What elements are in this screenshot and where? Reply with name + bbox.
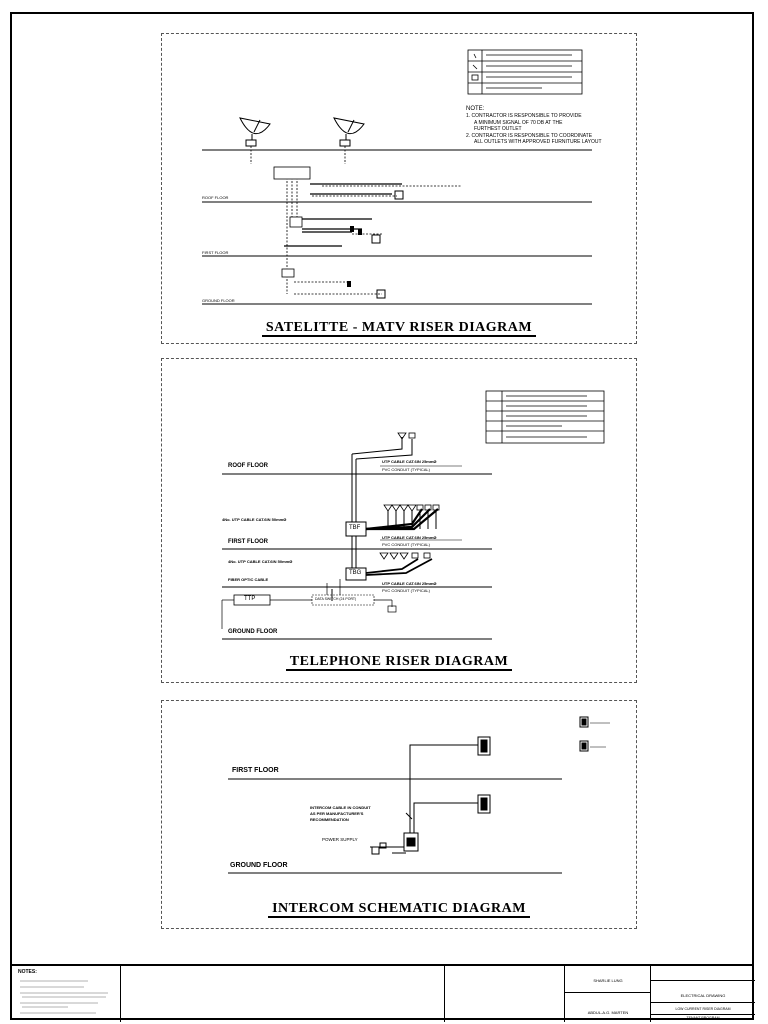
telephone-outlet-icon (383, 432, 440, 512)
intercom-floor-label: FIRST FLOOR (232, 767, 279, 774)
intercom-legend (579, 716, 610, 752)
intercom-cable-note: INTERCOM CABLE IN CONDUIT AS PER MANUFAC… (310, 805, 371, 823)
drawing-sub: TENANT PROGRAM (686, 1016, 720, 1020)
intercom-title: INTERCOM SCHEMATIC DIAGRAM (162, 901, 636, 918)
telephone-floor-label: ROOF FLOOR (228, 463, 268, 469)
satellite-note-line: 2. CONTRACTOR IS RESPONSIBLE TO COORDINA… (466, 132, 593, 139)
telephone-label: FIBER OPTIC CABLE (228, 577, 269, 582)
blank-cell (444, 966, 564, 1022)
intercom-cable-note-line: AS PER MANUFACTURER'S (310, 811, 364, 816)
telephone-label: PVC CONDUIT (TYPICAL) (382, 588, 430, 593)
tbg-label: TBG (349, 570, 362, 576)
intercom-diagram (228, 716, 610, 874)
notes-cell: NOTES: (12, 966, 120, 1022)
satellite-floor-label: GROUND FLOOR (202, 298, 235, 303)
satellite-legend (467, 49, 583, 95)
satellite-diagram (202, 49, 592, 305)
checked-by: ABDUL-A.G. MARTEN (587, 1010, 629, 1015)
satellite-notes: 1. CONTRACTOR IS RESPONSIBLE TO PROVIDE … (466, 113, 602, 146)
telephone-panel: ROOF FLOOR FIRST FLOOR GROUND FLOOR UTP … (161, 358, 637, 683)
satellite-dish-icon (333, 117, 365, 147)
telephone-floor-label: GROUND FLOOR (228, 629, 278, 635)
intercom-cable-note-line: RECOMMENDATION (310, 817, 349, 822)
intercom-handset-icon (477, 794, 491, 814)
drawing-info-cell: ELECTRICAL DRAWING LOW CURRENT RISER DIA… (650, 966, 755, 1022)
telephone-diagram (221, 390, 605, 640)
intercom-panel: FIRST FLOOR GROUND FLOOR INTERCOM CABLE … (161, 700, 637, 929)
satellite-note-line: ALL OUTLETS WITH APPROVED FURNITURE LAYO… (474, 139, 602, 145)
satellite-note-heading: NOTE: (466, 106, 485, 112)
outlet-icon (347, 226, 362, 287)
telephone-label: 4No. UTP CABLE CAT.6IN 50mmØ (228, 559, 293, 564)
telephone-legend (485, 390, 605, 444)
title-block: NOTES: SHARLIE LUNG ABDUL-A.G. MARTEN EL… (12, 964, 755, 1022)
intercom-cable-note-line: INTERCOM CABLE IN CONDUIT (310, 805, 371, 810)
telephone-label: PVC CONDUIT (TYPICAL) (382, 467, 430, 472)
satellite-note-line: 1. CONTRACTOR IS RESPONSIBLE TO PROVIDE (466, 113, 582, 119)
drawn-by: SHARLIE LUNG (593, 978, 623, 983)
satellite-note-line: FURTHEST OUTLET (474, 126, 522, 132)
drawing-sheet (10, 12, 754, 1020)
drawing-title: LOW CURRENT RISER DIAGRAM (675, 1007, 731, 1011)
satellite-panel: NOTE: 1. CONTRACTOR IS RESPONSIBLE TO PR… (161, 33, 637, 344)
power-supply-label: POWER SUPPLY (322, 837, 358, 842)
drawing-type: ELECTRICAL DRAWING (680, 993, 726, 998)
ttp-label: TTP (244, 596, 256, 602)
telephone-label: PVC CONDUIT (TYPICAL) (382, 542, 430, 547)
blank-cell (120, 966, 444, 1022)
telephone-label: DATA SWITCH (24 PORT) (315, 597, 357, 601)
satellite-note-line: A MINIMUM SIGNAL OF 70 DB AT THE (474, 119, 563, 126)
intercom-master-icon (403, 832, 419, 852)
satellite-title-text: SATELITTE - MATV RISER DIAGRAM (261, 320, 537, 337)
telephone-label: 4No. UTP CABLE CAT.6IN 50mmØ (222, 517, 287, 522)
notes-heading: NOTES: (18, 969, 37, 975)
satellite-dish-icon (239, 117, 271, 147)
intercom-floor-label: GROUND FLOOR (230, 862, 288, 869)
tbf-label: TBF (349, 525, 361, 531)
satellite-floor-label: FIRST FLOOR (202, 250, 229, 255)
satellite-floor-label: ROOF FLOOR (202, 195, 229, 200)
notes-lines (20, 980, 108, 1014)
intercom-title-text: INTERCOM SCHEMATIC DIAGRAM (268, 901, 530, 918)
intercom-handset-icon (477, 736, 491, 756)
telephone-floor-label: FIRST FLOOR (228, 539, 268, 545)
telephone-label: UTP CABLE CAT.6IN 25mmØ (382, 581, 437, 586)
names-cell: SHARLIE LUNG ABDUL-A.G. MARTEN (564, 966, 651, 1022)
telephone-label: UTP CABLE CAT.6IN 25mmØ (382, 459, 437, 464)
satellite-title: SATELITTE - MATV RISER DIAGRAM (162, 320, 636, 337)
telephone-title-text: TELEPHONE RISER DIAGRAM (285, 654, 513, 671)
telephone-label: UTP CABLE CAT.6IN 25mmØ (382, 535, 437, 540)
telephone-title: TELEPHONE RISER DIAGRAM (162, 654, 636, 671)
